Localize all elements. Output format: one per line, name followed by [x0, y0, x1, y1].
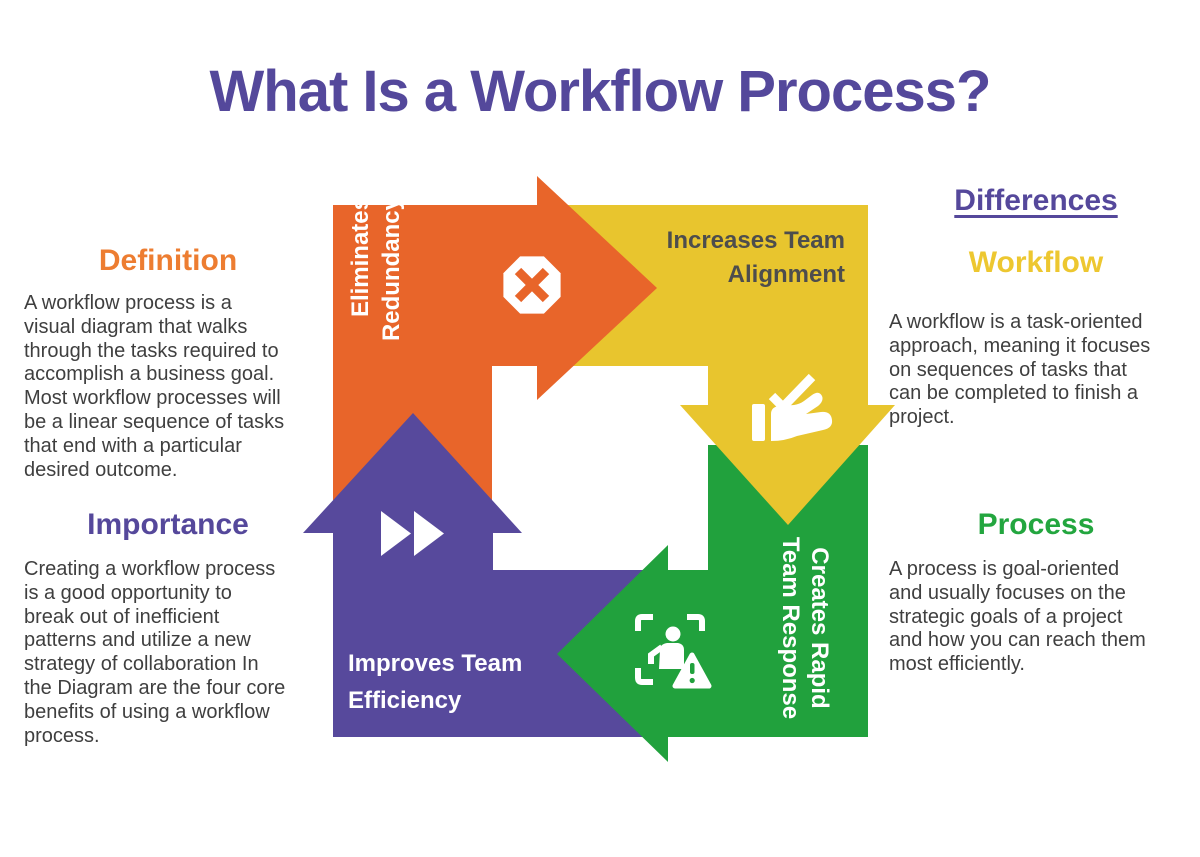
- importance-body: Creating a workflow process is a good op…: [24, 558, 286, 747]
- workflow-body: A workflow is a task-oriented approach, …: [889, 311, 1151, 429]
- page-title: What Is a Workflow Process?: [209, 59, 992, 124]
- creates-rapid-team-response-label: Creates Rapid Team Response: [777, 536, 833, 720]
- definition-body: A workflow process is a visual diagram t…: [24, 292, 285, 481]
- yellow-arrow-head: [680, 405, 895, 525]
- process-body: A process is goal-oriented and usually f…: [889, 558, 1146, 676]
- green-arrow-head: [557, 545, 668, 762]
- purple-arrow-head: [303, 413, 522, 533]
- fast-forward-icon: [381, 511, 444, 556]
- differences-heading: Differences: [954, 184, 1118, 217]
- orange-arrow-body: [333, 205, 537, 500]
- green-arrow: [668, 445, 868, 737]
- eliminates-redundancy-label: Eliminates Redundancy: [347, 197, 405, 342]
- workflow-heading: Workflow: [968, 246, 1104, 279]
- increases-team-alignment-label: Increases Team Alignment: [666, 227, 845, 288]
- orange-arrow-head: [537, 176, 657, 400]
- purple-arrow: [333, 533, 668, 737]
- importance-heading: Importance: [87, 508, 249, 541]
- orange-arrow: [333, 205, 537, 500]
- improves-team-efficiency-label: Improves Team Efficiency: [348, 650, 523, 714]
- purple-arrow-body: [333, 533, 668, 737]
- green-arrow-body: [668, 445, 868, 737]
- person-alert-icon: [635, 614, 712, 689]
- definition-heading: Definition: [98, 244, 238, 277]
- process-heading: Process: [977, 508, 1095, 541]
- hand-check-icon: [752, 373, 833, 441]
- x-octagon-icon: [503, 256, 561, 314]
